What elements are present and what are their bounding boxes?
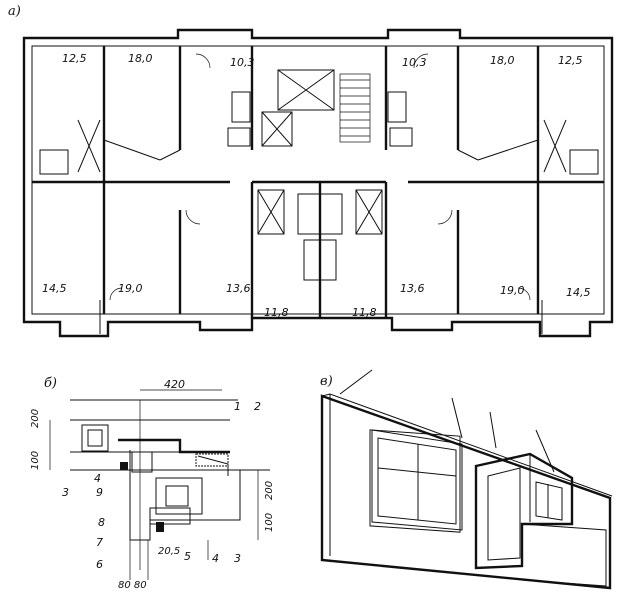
dimension-bottom: 80 80 bbox=[118, 580, 147, 591]
room-area: 11,8 bbox=[352, 306, 377, 319]
panel-perspective bbox=[320, 369, 613, 590]
callout-number: 8 bbox=[98, 516, 105, 529]
dimension-right-lower: 100 bbox=[264, 512, 275, 532]
panel-label-b: б) bbox=[44, 376, 58, 391]
floor-plan bbox=[22, 28, 614, 338]
callout-number: 7 bbox=[96, 536, 103, 549]
dimension-right-upper: 200 bbox=[264, 480, 275, 500]
dimension-width: 420 bbox=[164, 378, 185, 391]
room-area: 14,5 bbox=[566, 286, 591, 299]
callout-number: 6 bbox=[96, 558, 103, 571]
room-area: 18,0 bbox=[128, 52, 153, 65]
callout-number: 4 bbox=[94, 472, 101, 485]
callout-number: 5 bbox=[184, 550, 191, 563]
callout-number: 2 bbox=[254, 400, 261, 413]
callout-number: 1 bbox=[234, 400, 241, 413]
dimension-left-lower: 100 bbox=[30, 450, 41, 470]
room-area: 13,6 bbox=[400, 282, 425, 295]
callout-number: 3 bbox=[234, 552, 241, 565]
panel-label-a: а) bbox=[8, 4, 21, 19]
dimension-gap: 20,5 bbox=[158, 546, 181, 557]
room-area: 19,0 bbox=[500, 284, 525, 297]
room-area: 11,8 bbox=[264, 306, 289, 319]
callout-number: 3 bbox=[62, 486, 69, 499]
callout-number: 9 bbox=[96, 486, 103, 499]
section-detail bbox=[49, 389, 270, 580]
room-area: 14,5 bbox=[42, 282, 67, 295]
room-area: 19,0 bbox=[118, 282, 143, 295]
room-area: 12,5 bbox=[62, 52, 87, 65]
room-area: 10,3 bbox=[230, 56, 255, 69]
room-area: 10,3 bbox=[402, 56, 427, 69]
room-area: 18,0 bbox=[490, 54, 515, 67]
callout-number: 4 bbox=[212, 552, 219, 565]
panel-label-c: в) bbox=[320, 374, 333, 389]
dimension-left-upper: 200 bbox=[30, 408, 41, 428]
room-area: 12,5 bbox=[558, 54, 583, 67]
room-area: 13,6 bbox=[226, 282, 251, 295]
